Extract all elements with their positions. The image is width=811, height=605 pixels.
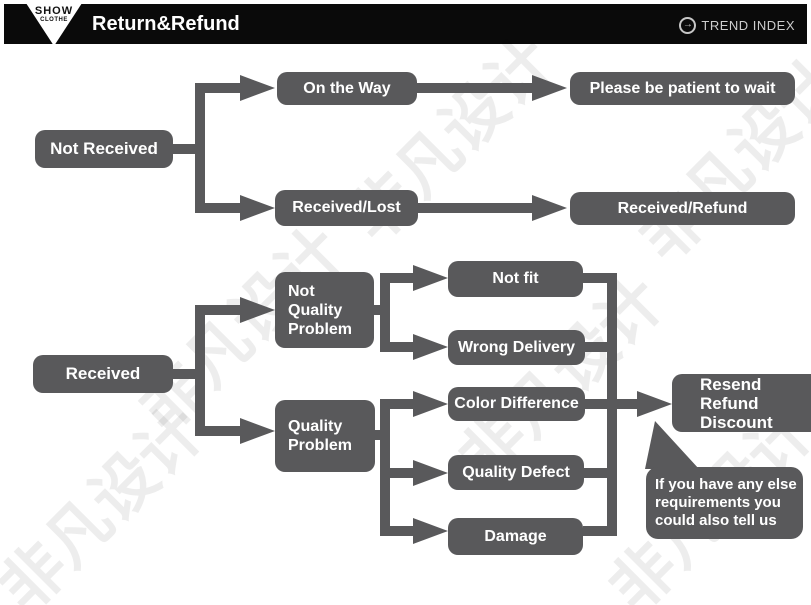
logo-text-clothe: CLOTHE xyxy=(40,17,68,23)
connector-line xyxy=(617,399,639,409)
arrowhead-icon xyxy=(240,418,275,444)
connector-line xyxy=(585,342,607,352)
node-on-the-way: On the Way xyxy=(277,72,417,105)
arrowhead-icon xyxy=(240,195,275,221)
node-not-quality-problem: Not Quality Problem xyxy=(275,272,374,348)
node-not-received: Not Received xyxy=(35,130,173,168)
arrowhead-icon xyxy=(413,265,448,291)
connector-line xyxy=(380,399,390,536)
connector-line xyxy=(205,203,243,213)
connector-line xyxy=(195,83,205,213)
arrowhead-icon xyxy=(413,518,448,544)
node-damage: Damage xyxy=(448,518,583,555)
arrowhead-icon xyxy=(532,195,567,221)
connector-line xyxy=(390,273,415,283)
connector-line xyxy=(380,273,390,352)
connector-line xyxy=(390,399,415,409)
connector-line xyxy=(390,468,415,478)
arrowhead-icon xyxy=(413,391,448,417)
connector-line xyxy=(583,273,607,283)
node-please-wait: Please be patient to wait xyxy=(570,72,795,105)
arrowhead-icon xyxy=(637,391,672,417)
node-quality-defect: Quality Defect xyxy=(448,455,584,490)
arrowhead-icon xyxy=(413,334,448,360)
note-bubble: If you have any else requirements you co… xyxy=(646,467,803,539)
node-received: Received xyxy=(33,355,173,393)
node-quality-problem: Quality Problem xyxy=(275,400,375,472)
connector-line xyxy=(361,305,380,315)
trend-index-label: TREND INDEX xyxy=(701,18,795,33)
connector-line xyxy=(205,305,243,315)
connector-line xyxy=(195,305,205,436)
arrow-circle-icon: → xyxy=(679,17,697,34)
connector-line xyxy=(173,369,203,379)
connector-line xyxy=(390,342,415,352)
arrowhead-icon xyxy=(240,75,275,101)
node-received-lost: Received/Lost xyxy=(275,190,418,226)
node-resend-refund-discount: Resend Refund Discount xyxy=(672,374,811,432)
connector-line xyxy=(417,83,535,93)
connector-line xyxy=(583,526,607,536)
node-received-refund: Received/Refund xyxy=(570,192,795,225)
header-bar: Return&Refund → TREND INDEX xyxy=(4,4,807,44)
node-not-fit: Not fit xyxy=(448,261,583,297)
connector-line xyxy=(205,426,243,436)
arrowhead-icon xyxy=(532,75,567,101)
node-wrong-delivery: Wrong Delivery xyxy=(448,330,585,365)
connector-line xyxy=(362,430,380,440)
connector-line xyxy=(418,203,535,213)
arrowhead-icon xyxy=(240,297,275,323)
connector-line xyxy=(173,144,203,154)
connector-line xyxy=(205,83,243,93)
connector-line xyxy=(585,399,607,409)
connector-line xyxy=(390,526,415,536)
connector-line xyxy=(584,468,607,478)
watermark-text: 非凡设计 xyxy=(625,43,811,276)
watermark-text: 非凡设计 xyxy=(0,393,218,605)
trend-index-group: → TREND INDEX xyxy=(679,17,795,34)
arrowhead-icon xyxy=(413,460,448,486)
node-color-difference: Color Difference xyxy=(448,387,585,421)
page-title: Return&Refund xyxy=(92,13,240,35)
merge-rail-line xyxy=(607,273,617,536)
logo-text-show: SHOW xyxy=(34,5,74,17)
